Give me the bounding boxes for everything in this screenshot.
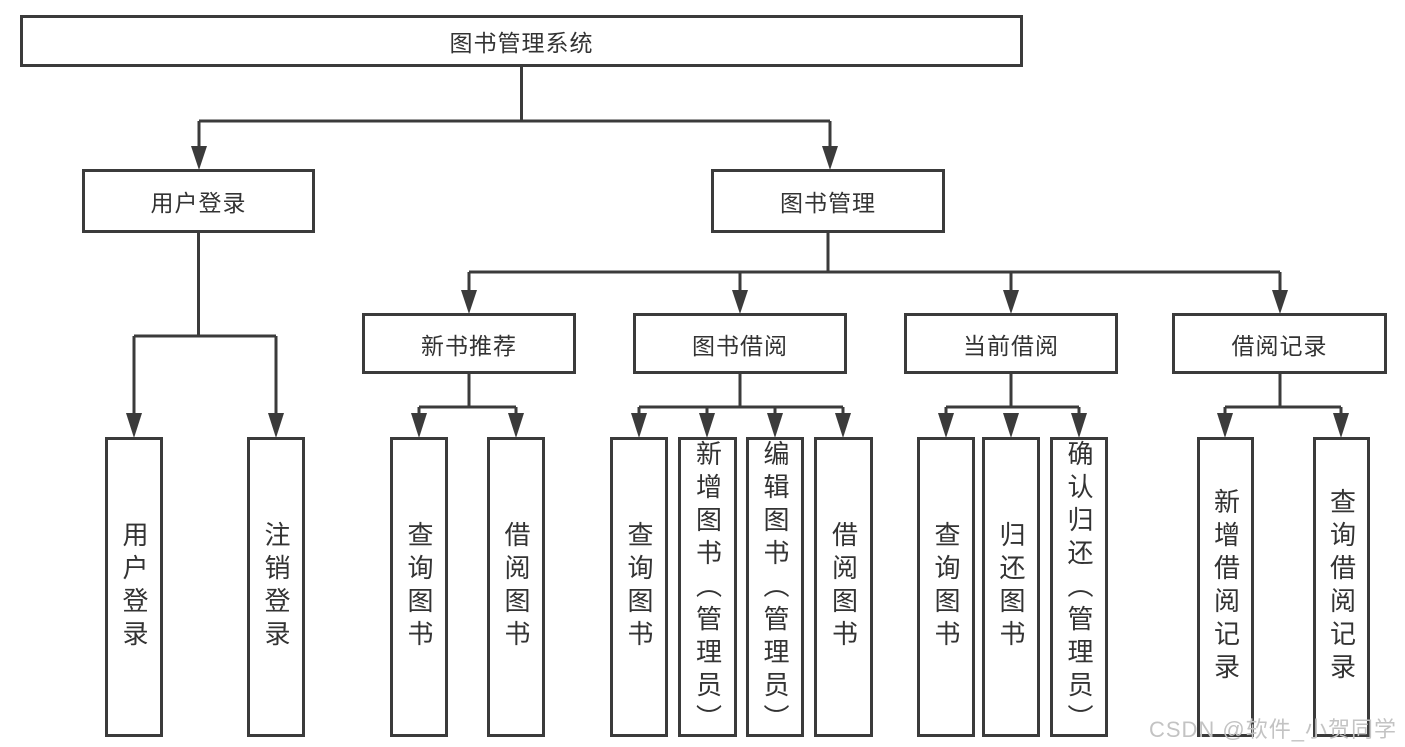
- leaf-borrow-query: 查询图书: [610, 437, 668, 737]
- leaf-borrow-book-label: 借阅图书: [828, 521, 859, 653]
- leaf-user-login-label: 用户登录: [119, 521, 149, 653]
- leaf-borrow-edit-book-label: 编辑图书（管理员）: [760, 440, 790, 737]
- leaf-confirm-return: 确认归还（管理员）: [1050, 437, 1108, 737]
- leaf-query-borrow-record: 查询借阅记录: [1313, 437, 1370, 737]
- leaf-add-borrow-record-label: 新增借阅记录: [1210, 488, 1241, 686]
- leaf-newbook-query-label: 查询图书: [404, 521, 434, 653]
- leaf-current-query-label: 查询图书: [931, 521, 961, 653]
- leaf-newbook-borrow: 借阅图书: [487, 437, 545, 737]
- leaf-add-borrow-record: 新增借阅记录: [1197, 437, 1254, 737]
- leaf-return-book-label: 归还图书: [996, 521, 1026, 653]
- leaf-borrow-add-book: 新增图书（管理员）: [678, 437, 737, 737]
- node-new-book-recommend: 新书推荐: [362, 313, 576, 374]
- node-root-system: 图书管理系统: [20, 15, 1023, 67]
- node-book-borrow: 图书借阅: [633, 313, 847, 374]
- node-user-login: 用户登录: [82, 169, 315, 233]
- leaf-newbook-borrow-label: 借阅图书: [501, 521, 531, 653]
- node-current-borrow: 当前借阅: [904, 313, 1118, 374]
- csdn-watermark: CSDN @软件_小贺同学: [1148, 717, 1397, 742]
- leaf-confirm-return-label: 确认归还（管理员）: [1064, 440, 1094, 737]
- leaf-newbook-query: 查询图书: [390, 437, 448, 737]
- leaf-logout-label: 注销登录: [261, 521, 291, 653]
- leaf-borrow-add-book-label: 新增图书（管理员）: [692, 440, 723, 737]
- node-borrow-records: 借阅记录: [1172, 313, 1387, 374]
- leaf-borrow-query-label: 查询图书: [624, 521, 654, 653]
- leaf-borrow-edit-book: 编辑图书（管理员）: [746, 437, 804, 737]
- leaf-logout: 注销登录: [247, 437, 305, 737]
- node-book-management: 图书管理: [711, 169, 945, 233]
- leaf-current-query: 查询图书: [917, 437, 975, 737]
- leaf-borrow-book: 借阅图书: [814, 437, 873, 737]
- leaf-user-login: 用户登录: [105, 437, 163, 737]
- leaf-query-borrow-record-label: 查询借阅记录: [1326, 488, 1357, 686]
- leaf-return-book: 归还图书: [982, 437, 1040, 737]
